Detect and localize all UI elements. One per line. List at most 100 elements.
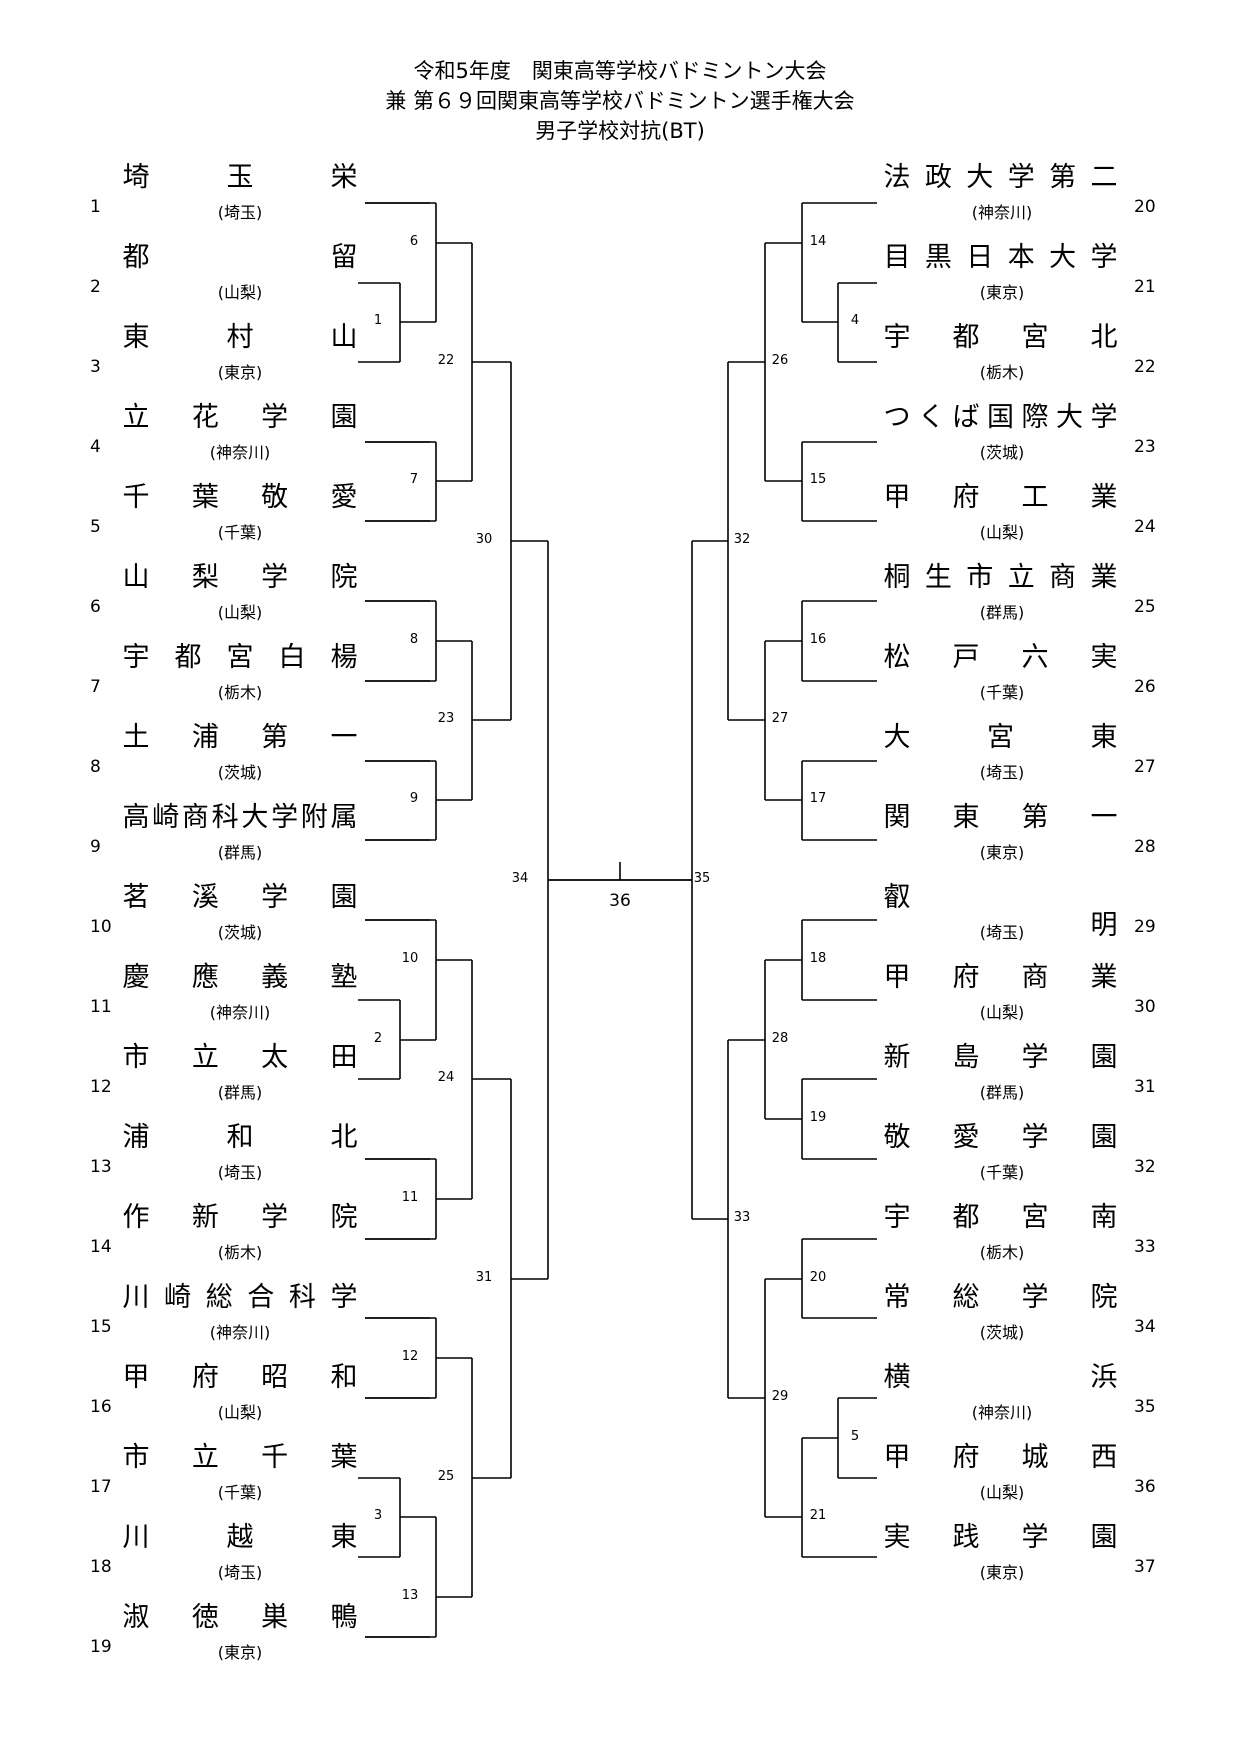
- team-prefecture: (千葉): [980, 1163, 1025, 1182]
- team-prefecture: (群馬): [980, 603, 1025, 622]
- team-name-char: 園: [1091, 1122, 1118, 1153]
- team-name-char: 属: [331, 802, 358, 833]
- team-name-char: 新: [884, 1042, 911, 1073]
- seed-number: 18: [90, 1557, 112, 1577]
- team-name-char: 園: [1091, 1522, 1118, 1553]
- team-name-char: 埼: [123, 162, 150, 193]
- match-number: 28: [772, 1031, 789, 1046]
- match-number: 27: [772, 711, 789, 726]
- seed-number: 10: [90, 917, 112, 937]
- team-name-char: 甲: [884, 1442, 911, 1473]
- team-name-char: 立: [192, 1042, 219, 1073]
- team-prefecture: (群馬): [218, 843, 263, 862]
- team-name-char: つ: [884, 402, 911, 433]
- team-name-char: 白: [279, 642, 306, 673]
- team-name-char: 梨: [192, 562, 219, 593]
- team-name-char: 第: [261, 722, 288, 753]
- team-name-char: 業: [1091, 482, 1118, 513]
- team-name-char: 府: [953, 962, 980, 993]
- match-number: 34: [512, 871, 529, 886]
- team-name-char: 政: [925, 162, 952, 193]
- team-name-char: 島: [953, 1042, 980, 1073]
- team-name-char: 作: [123, 1202, 150, 1233]
- seed-number: 8: [90, 757, 101, 777]
- match-number: 31: [476, 1270, 493, 1285]
- team-prefecture: (山梨): [980, 1483, 1025, 1502]
- team-name-char: 二: [1091, 162, 1118, 193]
- team-name-char: 目: [884, 242, 911, 273]
- team-name-char: 科: [212, 802, 239, 833]
- team-name-char: 川: [123, 1522, 150, 1553]
- team-prefecture: (茨城): [980, 443, 1025, 462]
- team-name-char: 実: [1091, 642, 1118, 673]
- match-number: 11: [402, 1190, 419, 1205]
- team-name-char: 立: [1008, 562, 1035, 593]
- team-name-char: 東: [1091, 722, 1118, 753]
- team-name-char: 園: [331, 882, 358, 913]
- seed-number: 34: [1134, 1317, 1156, 1337]
- seed-number: 16: [90, 1397, 112, 1417]
- team-prefecture: (神奈川): [210, 1003, 271, 1022]
- team-prefecture: (千葉): [218, 1483, 263, 1502]
- team-name-char: 院: [1091, 1282, 1118, 1313]
- team-name-char: 学: [1091, 242, 1118, 273]
- seed-number: 19: [90, 1637, 112, 1657]
- title-line-1: 令和5年度 関東高等学校バドミントン大会: [413, 59, 827, 83]
- team-name-char: 南: [1091, 1202, 1118, 1233]
- team-name-char: 浦: [123, 1122, 150, 1153]
- team-name-char: 浦: [192, 722, 219, 753]
- seed-number: 20: [1134, 197, 1156, 217]
- team-name-char: 北: [1091, 322, 1118, 353]
- team-prefecture: (埼玉): [218, 1563, 263, 1582]
- team-prefecture: (山梨): [218, 283, 263, 302]
- team-prefecture: (山梨): [980, 1003, 1025, 1022]
- team-name-char: 土: [123, 722, 150, 753]
- team-name-char: 大: [1056, 402, 1083, 433]
- team-prefecture: (群馬): [218, 1083, 263, 1102]
- title-block: 令和5年度 関東高等学校バドミントン大会 兼 第６９回関東高等学校バドミントン選…: [0, 56, 1240, 146]
- team-name-char: 越: [227, 1522, 254, 1553]
- team-prefecture: (栃木): [218, 683, 263, 702]
- team-prefecture: (埼玉): [218, 1163, 263, 1182]
- team-name-char: 市: [966, 562, 993, 593]
- team-name-char: 第: [1049, 162, 1076, 193]
- match-number: 32: [734, 532, 751, 547]
- team-name-char: 崎: [164, 1282, 191, 1313]
- team-name-char: 業: [1091, 962, 1118, 993]
- match-number: 15: [810, 472, 827, 487]
- team-prefecture: (山梨): [980, 523, 1025, 542]
- seed-number: 26: [1134, 677, 1156, 697]
- team-prefecture: (千葉): [218, 523, 263, 542]
- team-name-char: 北: [331, 1122, 358, 1153]
- team-name-char: 茗: [123, 882, 150, 913]
- team-name-char: 田: [331, 1042, 358, 1073]
- team-name-char: 総: [953, 1282, 980, 1313]
- team-name-char: 甲: [123, 1362, 150, 1393]
- match-number: 24: [438, 1070, 455, 1085]
- team-prefecture: (栃木): [980, 363, 1025, 382]
- team-name-char: 甲: [884, 962, 911, 993]
- team-prefecture: (茨城): [980, 1323, 1025, 1342]
- team-name-char: 和: [331, 1362, 358, 1393]
- match-number: 14: [810, 234, 827, 249]
- team-name-char: 新: [192, 1202, 219, 1233]
- match-number: 19: [810, 1110, 827, 1125]
- team-name-char: 楊: [331, 642, 358, 673]
- team-name-char: 留: [331, 242, 358, 273]
- team-name-char: 葉: [331, 1442, 358, 1473]
- team-prefecture: (東京): [980, 843, 1025, 862]
- team-name-char: 市: [123, 1442, 150, 1473]
- team-name-char: 應: [192, 962, 219, 993]
- team-name-char: 太: [261, 1042, 288, 1073]
- team-prefecture: (埼玉): [218, 203, 263, 222]
- team-name-char: 際: [1022, 402, 1049, 433]
- match-number: 20: [810, 1270, 827, 1285]
- team-name-char: 桐: [884, 562, 911, 593]
- team-prefecture: (神奈川): [210, 1323, 271, 1342]
- team-name-char: 合: [247, 1282, 274, 1313]
- team-name-char: 山: [123, 562, 150, 593]
- team-name-char: 都: [953, 1202, 980, 1233]
- team-name-char: 日: [966, 242, 993, 273]
- team-name-char: 商: [1022, 962, 1049, 993]
- title-line-2: 兼 第６９回関東高等学校バドミントン選手権大会: [385, 89, 855, 113]
